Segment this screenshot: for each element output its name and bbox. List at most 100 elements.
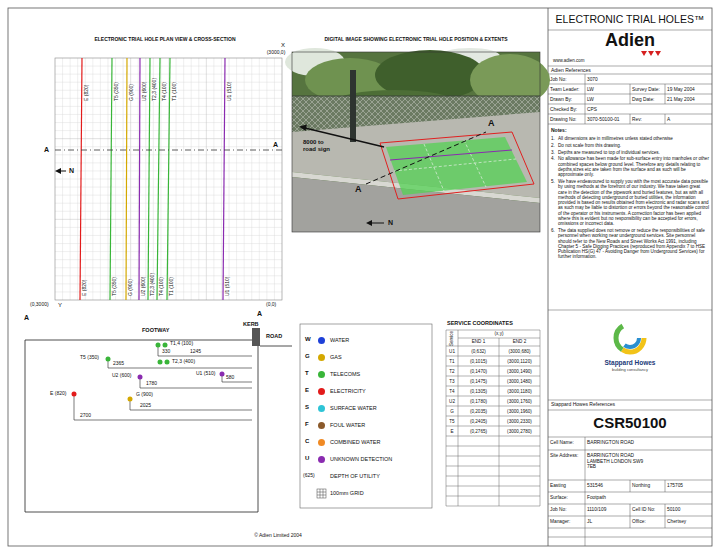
cross-section xyxy=(25,340,258,512)
plan-grid xyxy=(183,58,184,300)
table-cell: T2 xyxy=(449,369,454,374)
table-cell: (0,2405) xyxy=(470,419,487,424)
table-cell: T3 xyxy=(449,379,454,384)
section-label: 1780 xyxy=(146,381,157,387)
title-block-text: 19 May 2004 xyxy=(667,87,695,93)
table-cell: (3000,680) xyxy=(508,349,530,354)
service-label: T5 (350) xyxy=(114,82,120,101)
axis-label: Y xyxy=(58,302,62,309)
table-rule xyxy=(446,446,540,447)
section-label: U1 (510) xyxy=(196,371,215,377)
panel-node: DIGITAL IMAGE SHOWING ELECTRONIC TRIAL H… xyxy=(292,34,540,234)
legend-row: DEPTH OF UTILITY xyxy=(318,472,428,480)
title-block-text: www.adien.com xyxy=(553,58,585,63)
grid-symbol xyxy=(317,489,326,498)
table-cell: (0,1780) xyxy=(470,399,487,404)
table-rule xyxy=(446,330,540,331)
axis-label: (0,0) xyxy=(266,302,276,308)
title-block-text: Survey Date: xyxy=(632,87,660,93)
service-dot xyxy=(158,360,163,365)
axis-label: A xyxy=(44,146,49,154)
table-rule xyxy=(446,426,540,427)
title-block-text: Stappard Howes References xyxy=(551,402,615,408)
table-rule xyxy=(458,338,540,339)
cross-section xyxy=(25,340,292,512)
service-label: T4 (100) xyxy=(159,277,165,296)
plan-grid xyxy=(251,58,252,300)
title-block-text: Checked By: xyxy=(550,107,577,113)
photo-annotation: N xyxy=(388,219,393,227)
adien-logo-mark xyxy=(641,51,647,56)
section-label: T5 (350) xyxy=(80,355,99,361)
table-cell: (3000,1490) xyxy=(507,369,532,374)
title-block-text: LW xyxy=(587,87,594,93)
section-label: A xyxy=(257,310,262,318)
legend-row: TELECOMS xyxy=(318,370,428,378)
stappard-howes-logo xyxy=(621,329,639,347)
table-rule xyxy=(446,330,540,506)
note-row: 3.Depths are measured to top of individu… xyxy=(551,150,709,155)
plan-grid xyxy=(55,58,282,300)
title-block-text: LW xyxy=(587,97,594,103)
legend-text: COMBINED WATER xyxy=(330,438,380,446)
table-cell: (0,2765) xyxy=(470,429,487,434)
title-block-text: Stappard Howes xyxy=(605,359,656,366)
table-cell: U1 xyxy=(449,349,455,354)
legend-letter: T xyxy=(305,370,309,377)
legend-text: ELECTRICITY xyxy=(330,387,366,395)
legend-swatch xyxy=(318,405,325,412)
note-row: 4.No allowance has been made for sub-sur… xyxy=(551,156,709,177)
service-label: T5 (350) xyxy=(112,277,118,296)
photo-annotation: A xyxy=(488,118,495,128)
section-label: 2025 xyxy=(140,403,151,409)
service-dot xyxy=(106,357,111,362)
legend-box xyxy=(300,324,432,508)
legend-row: GAS xyxy=(318,353,428,361)
title-block-text: CSR50100 xyxy=(593,414,666,431)
service-dot xyxy=(128,397,133,402)
title-block-text: Rev: xyxy=(632,117,642,123)
adien-logo-mark xyxy=(641,51,661,56)
table-rule xyxy=(446,386,540,387)
legend-swatch xyxy=(318,371,325,378)
service-label: T2,3 (400) xyxy=(152,78,158,101)
service-dot xyxy=(165,360,170,365)
table-cell: Service xyxy=(449,331,454,346)
legend-text: 100mm GRID xyxy=(330,489,364,497)
kerb-block xyxy=(252,328,260,346)
legend-text: FOUL WATER xyxy=(330,421,365,429)
service-trace xyxy=(80,58,82,300)
title-block-text: Manager: xyxy=(550,519,570,525)
legend-letter: F xyxy=(305,421,309,428)
photo-annotation: A xyxy=(355,184,362,194)
title-block-text: Adien xyxy=(605,30,655,51)
table-cell: (0,1015) xyxy=(470,359,487,364)
plan-grid xyxy=(55,58,282,300)
table-cell: T1 xyxy=(449,359,454,364)
service-trace xyxy=(223,58,225,300)
title-block-text: Job No: xyxy=(550,77,567,83)
legend-letter: G xyxy=(305,353,310,360)
axis-label: (0,3000) xyxy=(30,302,49,308)
service-label: E (820) xyxy=(82,280,88,296)
title-block-text: 531546 xyxy=(587,483,603,489)
title-block-text: Drawn By: xyxy=(550,97,572,103)
plan-grid xyxy=(213,58,214,300)
table-cell: T4 xyxy=(449,389,454,394)
title-block-text: CPS xyxy=(587,107,597,113)
title-block-text: Drawing No: xyxy=(550,117,576,123)
note-text: No allowance has been made for sub-surfa… xyxy=(558,156,709,177)
dimension-line xyxy=(74,356,252,420)
service-dot xyxy=(72,392,77,397)
service-dot xyxy=(138,375,143,380)
table-cell: (0,632) xyxy=(471,349,486,354)
legend-row: 100mm GRID xyxy=(318,489,428,497)
legend-swatch xyxy=(318,422,325,429)
notes-block: 1.All dimensions are in millimetres unle… xyxy=(551,136,709,261)
service-trace xyxy=(139,58,140,300)
legend-text: DEPTH OF UTILITY xyxy=(330,472,380,480)
sheet-title: ELECTRONIC TRIAL HOLES™ xyxy=(556,13,705,25)
legend-row: SURFACE WATER xyxy=(318,404,428,412)
title-block-text: 175705 xyxy=(667,483,683,489)
